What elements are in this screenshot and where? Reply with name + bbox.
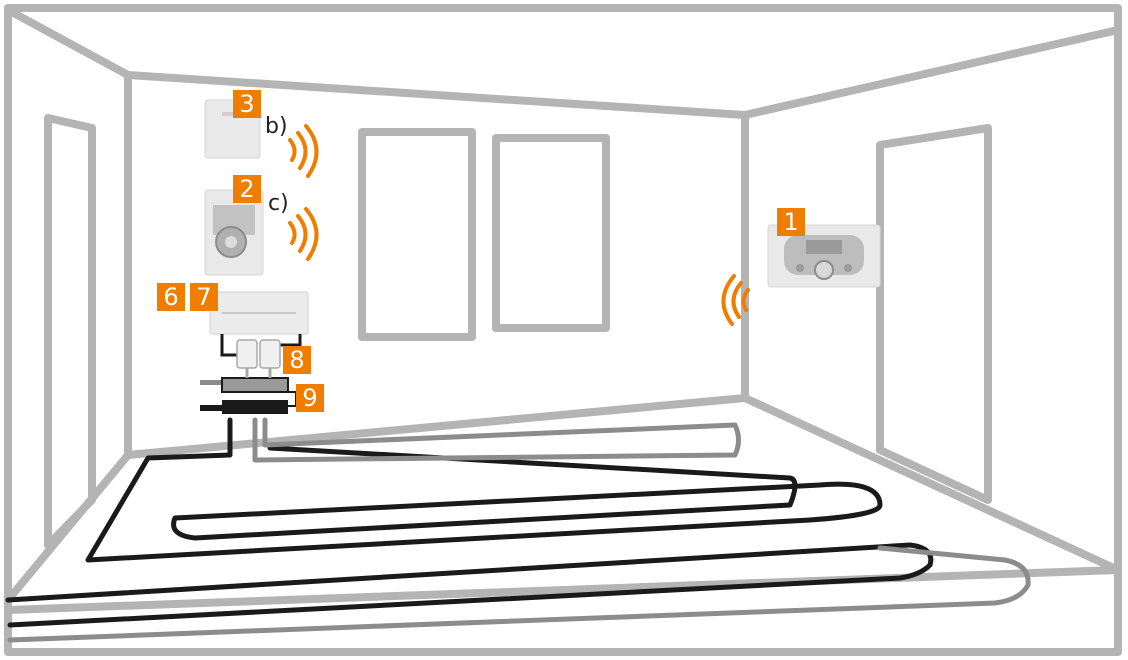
label-badge-8: 8 [283, 346, 311, 374]
window-right [492, 134, 610, 332]
label-badge-9: 9 [296, 384, 324, 412]
image-frame [4, 4, 1122, 656]
wiring-centre-icon [209, 291, 309, 335]
ceiling-line [124, 26, 1122, 119]
heating-pipe-dark [85, 417, 883, 563]
label-badge-2: 2 [233, 175, 261, 203]
wireless-signal-icon [721, 274, 750, 326]
manifold-icon [200, 368, 297, 414]
label-b: b) [265, 114, 288, 139]
right-door [876, 124, 992, 504]
label-badge-3: 3 [233, 90, 261, 118]
heating-pipe-outer-dark [5, 542, 934, 628]
wireless-signal-icon [288, 124, 319, 178]
central-controller-icon [767, 224, 881, 288]
window-left [358, 128, 476, 341]
heating-pipe-grey [252, 417, 741, 463]
wireless-signal-icon [288, 207, 319, 261]
label-badge-6: 6 [157, 283, 185, 311]
label-badge-7: 7 [190, 283, 218, 311]
label-c: c) [268, 191, 289, 216]
left-door [44, 114, 96, 549]
left-wall-edge [4, 6, 132, 604]
heating-pipe-outer-grey [7, 545, 1031, 643]
right-wall-edge [741, 111, 1122, 574]
label-badge-1: 1 [777, 208, 805, 236]
